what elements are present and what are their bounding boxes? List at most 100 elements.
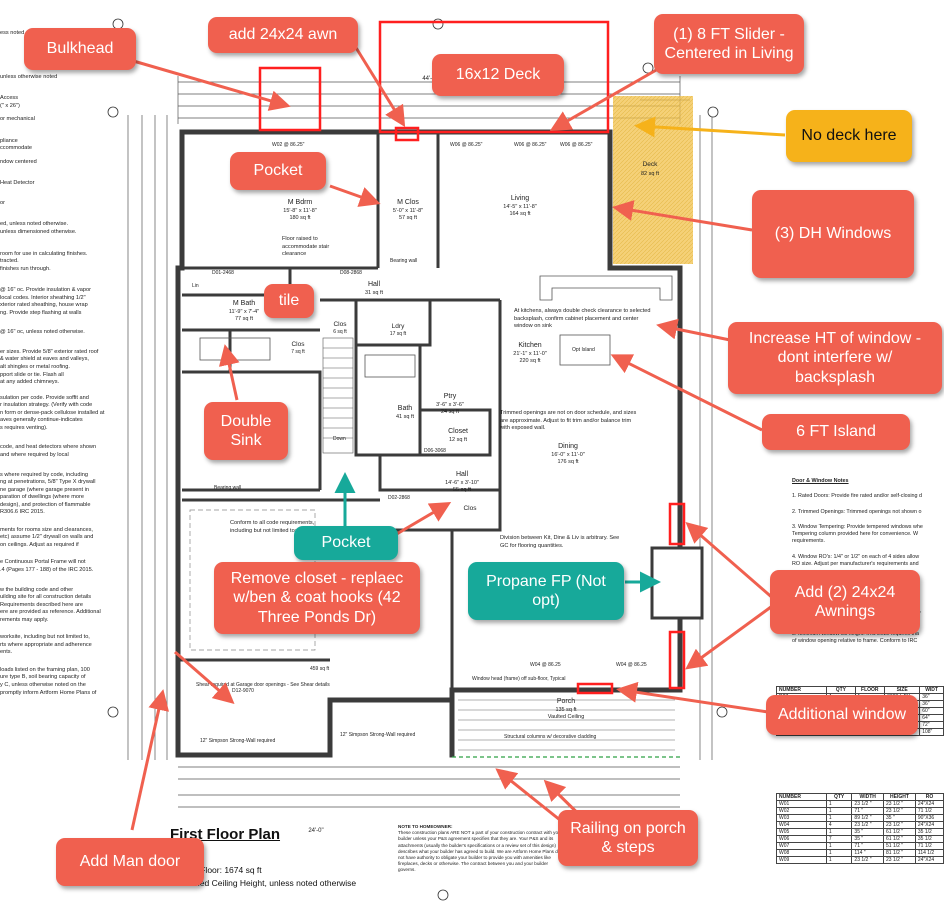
room-clos-b-area: 7 sq ft bbox=[291, 349, 305, 355]
callout-additional-window: Additional window bbox=[766, 695, 918, 735]
note-line: ents. bbox=[0, 649, 13, 656]
trimmed-note: Trimmed openings are not on door schedul… bbox=[500, 410, 640, 433]
room-ptry-area: 24 sq ft bbox=[441, 409, 460, 415]
note-line: @ 16" oc, unless noted otherwise. bbox=[0, 329, 85, 336]
table-cell: 23 1/2 " bbox=[883, 807, 916, 815]
table-cell: 1 bbox=[825, 849, 853, 857]
dw-note: requirements. bbox=[792, 538, 825, 545]
note-line: unless otherwise noted bbox=[0, 73, 58, 80]
callout-double-sink: Double Sink bbox=[204, 402, 288, 460]
table-cell: 1 bbox=[825, 814, 853, 822]
note-line: pliance bbox=[0, 137, 18, 144]
callout-deck: 16x12 Deck bbox=[432, 54, 564, 96]
note-line: Access bbox=[0, 95, 19, 102]
column-header: RO bbox=[914, 793, 944, 801]
grid-markers bbox=[107, 18, 728, 901]
table-cell: 4 bbox=[825, 821, 853, 829]
dw-note: 4. Window RO's: 1/4" or 1/2" on each of … bbox=[792, 553, 920, 560]
room-kitchen-size: 21'-1" x 11'-0" bbox=[513, 351, 546, 357]
table-cell: W05 bbox=[776, 828, 827, 836]
callout-add-awn: add 24x24 awn bbox=[208, 17, 358, 53]
room-dining-area: 176 sq ft bbox=[557, 459, 579, 465]
note-line: at any added chimneys. bbox=[0, 379, 60, 386]
label-d12: D12-9070 bbox=[232, 688, 254, 694]
note-line: aves generally continue-indicates bbox=[0, 417, 83, 424]
label-w06a: W06 @ 86.25" bbox=[450, 142, 483, 148]
table-cell: 35 " bbox=[851, 835, 885, 843]
label-structural: Structural columns w/ decorative claddin… bbox=[504, 734, 596, 740]
dw-note: Tempering column provided here for conve… bbox=[792, 531, 919, 538]
porch-deck-lines bbox=[458, 699, 675, 751]
table-cell: 81 1/2 " bbox=[883, 849, 916, 857]
column-header: HEIGHT bbox=[883, 793, 916, 801]
division-note: Division between Kit, Dine & Liv is arbi… bbox=[500, 535, 620, 550]
room-closet-area: 12 sq ft bbox=[449, 437, 468, 443]
room-ldry: Ldry bbox=[392, 323, 405, 330]
note-line: s where required by code, including bbox=[0, 471, 88, 478]
yellow-arrow bbox=[634, 116, 786, 138]
table-cell: 61 1/2 " bbox=[883, 828, 916, 836]
room-m-bath-area: 77 sq ft bbox=[235, 316, 254, 322]
callout-dh-windows: (3) DH Windows bbox=[752, 190, 914, 278]
label-w06c: W06 @ 86.25" bbox=[560, 142, 593, 148]
table-cell: 108" bbox=[919, 728, 944, 736]
top-dimension-lines bbox=[177, 76, 690, 124]
note-line: @ 16" oc. Provide insulation & vapor bbox=[0, 287, 91, 294]
room-m-bdrm: M Bdrm bbox=[288, 199, 313, 206]
room-porch-area: Vaulted Ceiling bbox=[548, 714, 585, 720]
room-hall-upper-area: 31 sq ft bbox=[365, 290, 384, 296]
note-line: local codes. Interior sheathing 1/2" bbox=[0, 294, 86, 301]
callout-increase-window: Increase HT of window - dont interfere w… bbox=[728, 322, 942, 394]
note-line: loads listed on the framing plan, 100 bbox=[0, 666, 90, 673]
deck-room-area: 82 sq ft bbox=[641, 171, 660, 177]
room-ptry: Ptry bbox=[444, 393, 457, 400]
fireplace bbox=[650, 546, 704, 620]
room-m-clos: M Clos bbox=[397, 199, 419, 206]
trimmed-note-text: Trimmed openings are not on door schedul… bbox=[500, 410, 637, 432]
room-porch: Porch bbox=[557, 698, 575, 705]
callout-pocket-1: Pocket bbox=[230, 152, 326, 190]
note-line: code, and heat detectors where shown bbox=[0, 444, 97, 451]
note-line: ure type B, soil bearing capacity of bbox=[0, 674, 86, 681]
table-cell: 51 1/2 " bbox=[883, 842, 916, 850]
table-cell: 36" bbox=[919, 693, 944, 701]
room-m-clos-area: 57 sq ft bbox=[399, 215, 418, 221]
note-line: design), and protection of flammable bbox=[0, 501, 91, 508]
table-cell: 1 bbox=[825, 856, 853, 864]
note-line: rements may apply. bbox=[0, 616, 49, 623]
note-line: unless dimensioned otherwise. bbox=[0, 229, 77, 236]
room-clos-a: Clos bbox=[333, 321, 347, 328]
callout-awnings: Add (2) 24x24 Awnings bbox=[770, 570, 920, 634]
table-cell: W09 bbox=[776, 856, 827, 864]
room-m-bath: M Bath bbox=[233, 300, 255, 307]
table-cell: 71 " bbox=[851, 807, 885, 815]
note-line: promptly inform Artform Home Plans of bbox=[0, 689, 97, 696]
note-line: tracted. bbox=[0, 258, 19, 265]
left-dimension-lines bbox=[127, 115, 168, 760]
plan-area: rea this Floor: 1674 sq ft bbox=[170, 865, 262, 875]
room-bath-area: 41 sq ft bbox=[396, 414, 415, 420]
note-line: Heat Detector bbox=[0, 180, 35, 187]
table-cell: 35 " bbox=[851, 828, 885, 836]
label-opt-island: Opt Island bbox=[572, 347, 595, 353]
dw-note: 2. Trimmed Openings: Trimmed openings no… bbox=[792, 508, 922, 515]
note-line: ed, unless noted otherwise. bbox=[0, 221, 69, 228]
conform-note-text: Conform to all code requirements, includ… bbox=[230, 520, 315, 534]
homeowner-note: NOTE TO HOMEOWNER: These construction pl… bbox=[398, 824, 564, 874]
room-dining: Dining bbox=[558, 443, 578, 450]
table-header-row: NUMBER QTY WIDTH HEIGHT RO bbox=[776, 793, 944, 801]
room-m-bdrm-size: 15'-8" x 11'-8" bbox=[283, 208, 316, 214]
table-cell: 89 1/2 " bbox=[851, 814, 885, 822]
room-living: Living bbox=[511, 195, 529, 202]
room-ldry-area: 17 sq ft bbox=[390, 331, 407, 337]
callout-slider: (1) 8 FT Slider - Centered in Living bbox=[654, 14, 804, 74]
label-w06b: W06 @ 86.25" bbox=[514, 142, 547, 148]
plan-ceiling: ft Finished Ceiling Height, unless noted… bbox=[170, 878, 357, 888]
